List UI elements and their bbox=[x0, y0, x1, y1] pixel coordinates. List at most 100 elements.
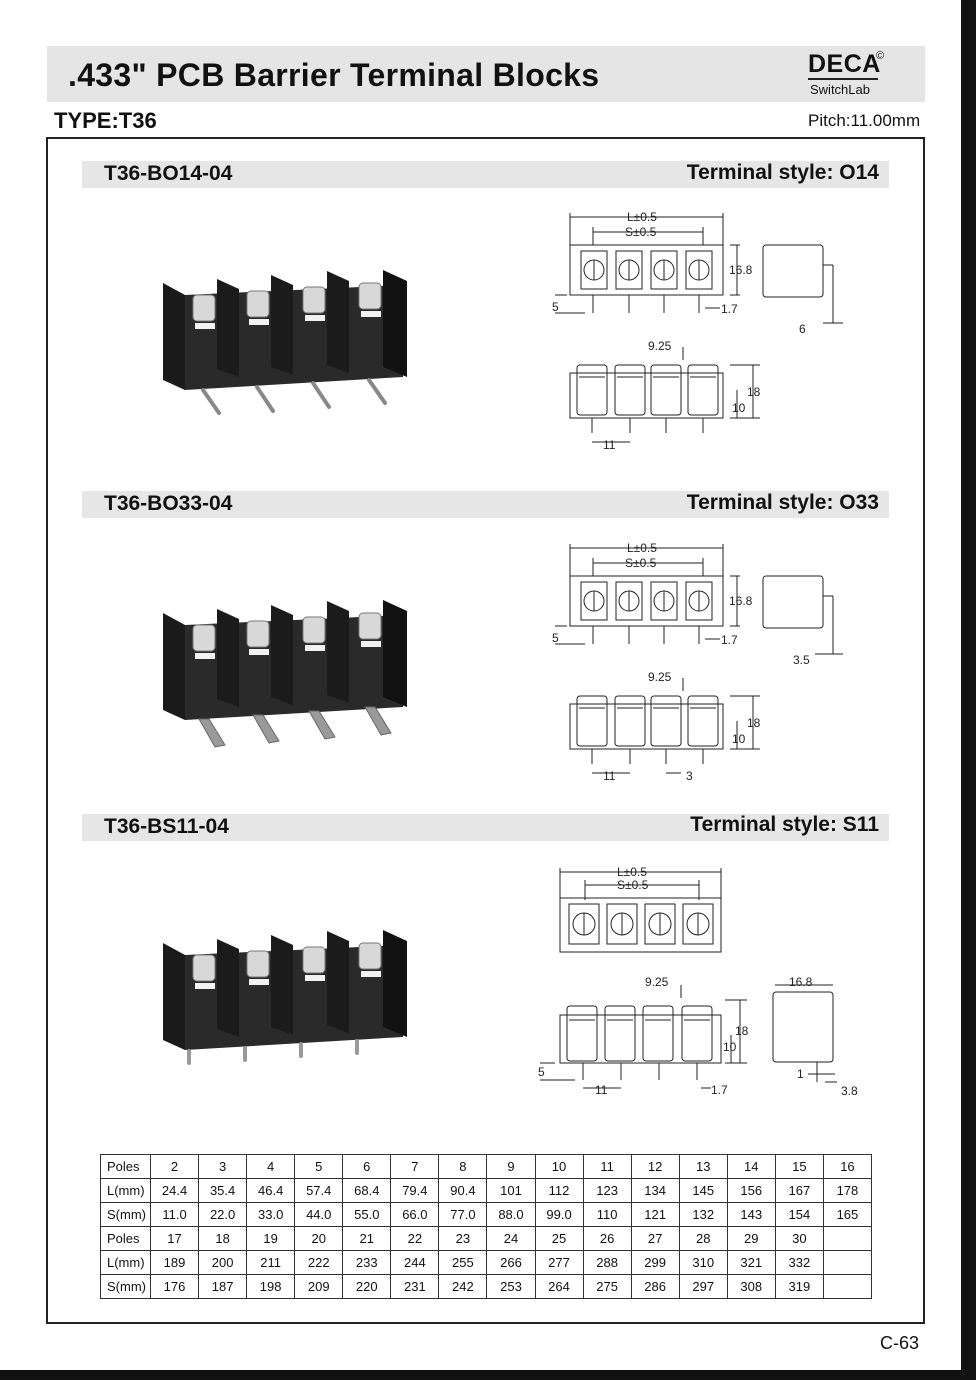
dim-base-label: 10 bbox=[732, 401, 746, 415]
table-cell: 244 bbox=[390, 1250, 440, 1275]
table-cell: 79.4 bbox=[390, 1178, 440, 1203]
table-cell: 178 bbox=[822, 1178, 873, 1203]
terminal-block-render bbox=[163, 930, 407, 1065]
dim-side-pin-label: 1 bbox=[797, 1067, 804, 1081]
dim-height-label: 16.8 bbox=[729, 594, 753, 608]
section-header-bar bbox=[82, 814, 889, 841]
table-cell: 24.4 bbox=[149, 1178, 200, 1203]
table-cell: 297 bbox=[678, 1274, 728, 1299]
table-cell: 264 bbox=[534, 1274, 584, 1299]
table-cell: 145 bbox=[678, 1178, 728, 1203]
product-photo-bs11 bbox=[163, 930, 407, 1065]
table-cell: 167 bbox=[774, 1178, 824, 1203]
table-cell bbox=[822, 1250, 873, 1275]
table-cell: 299 bbox=[630, 1250, 680, 1275]
table-cell: 15 bbox=[774, 1154, 824, 1179]
technical-drawing-bs11: L±0.5 S±0.5 9.25 18 10 5 11 1.7 16.8 1 3 bbox=[538, 865, 858, 1098]
table-cell: 55.0 bbox=[342, 1202, 392, 1227]
dim-length-label: L±0.5 bbox=[617, 865, 647, 879]
dim-total-height-label: 18 bbox=[735, 1024, 749, 1038]
table-cell: 13 bbox=[678, 1154, 728, 1179]
section-terminal-style: Terminal style: O33 bbox=[686, 491, 879, 514]
dim-side-offset-label: 3.8 bbox=[841, 1084, 858, 1098]
table-cell: 99.0 bbox=[534, 1202, 584, 1227]
front-view bbox=[569, 678, 760, 774]
table-cell: 255 bbox=[438, 1250, 488, 1275]
table-cell: 57.4 bbox=[294, 1178, 344, 1203]
page-edge-right bbox=[961, 0, 976, 1370]
page-title: .433" PCB Barrier Terminal Blocks bbox=[68, 57, 600, 93]
table-cell: 35.4 bbox=[198, 1178, 248, 1203]
table-cell: 19 bbox=[246, 1226, 296, 1251]
table-cell: 44.0 bbox=[294, 1202, 344, 1227]
table-cell: 24 bbox=[486, 1226, 536, 1251]
section-terminal-style: Terminal style: O14 bbox=[686, 161, 879, 184]
table-cell: 30 bbox=[774, 1226, 824, 1251]
section-header-bar bbox=[82, 161, 889, 188]
dim-length-label: L±0.5 bbox=[627, 210, 657, 224]
table-row-header: L(mm) bbox=[100, 1250, 151, 1275]
table-cell: 27 bbox=[630, 1226, 680, 1251]
dim-base-label: 10 bbox=[732, 732, 746, 746]
table-cell: 275 bbox=[582, 1274, 632, 1299]
table-cell: 77.0 bbox=[438, 1202, 488, 1227]
table-cell: 12 bbox=[630, 1154, 680, 1179]
table-cell: 18 bbox=[198, 1226, 248, 1251]
content-frame bbox=[46, 137, 925, 1324]
dim-total-height-label: 18 bbox=[747, 716, 761, 730]
table-row-header: S(mm) bbox=[100, 1202, 151, 1227]
table-cell: 189 bbox=[149, 1250, 200, 1275]
product-photo-bo33 bbox=[163, 600, 407, 748]
top-view bbox=[559, 868, 722, 953]
table-cell: 28 bbox=[678, 1226, 728, 1251]
table-row-header: Poles bbox=[100, 1154, 151, 1179]
table-cell: 200 bbox=[198, 1250, 248, 1275]
table-cell: 5 bbox=[294, 1154, 344, 1179]
table-cell: 33.0 bbox=[246, 1202, 296, 1227]
table-cell: 101 bbox=[486, 1178, 536, 1203]
dim-total-height-label: 18 bbox=[747, 385, 761, 399]
dim-length-label: L±0.5 bbox=[627, 541, 657, 555]
table-cell: 332 bbox=[774, 1250, 824, 1275]
table-cell: 242 bbox=[438, 1274, 488, 1299]
front-view bbox=[540, 984, 837, 1089]
type-label: TYPE:T36 bbox=[54, 108, 157, 133]
brand-logo: DECA bbox=[808, 50, 881, 78]
table-cell: 88.0 bbox=[486, 1202, 536, 1227]
table-cell: 112 bbox=[534, 1178, 584, 1203]
dim-pin-label: 5 bbox=[552, 631, 559, 645]
terminal-block-render bbox=[163, 600, 407, 748]
page-edge-bottom bbox=[0, 1370, 976, 1380]
table-cell: 66.0 bbox=[390, 1202, 440, 1227]
table-cell: 10 bbox=[534, 1154, 584, 1179]
table-cell: 25 bbox=[534, 1226, 584, 1251]
title-bar bbox=[47, 46, 925, 102]
table-row-header: S(mm) bbox=[100, 1274, 151, 1299]
dim-spacing-label: S±0.5 bbox=[625, 556, 657, 570]
table-cell: 22 bbox=[390, 1226, 440, 1251]
table-row-header: L(mm) bbox=[100, 1178, 151, 1203]
dim-height-label: 16.8 bbox=[729, 263, 753, 277]
technical-drawing-bo33: L±0.5 S±0.5 16.8 5 1.7 3.5 9.25 18 10 11… bbox=[552, 541, 843, 783]
table-cell: 277 bbox=[534, 1250, 584, 1275]
dim-pin-label: 5 bbox=[538, 1065, 545, 1079]
table-cell: 68.4 bbox=[342, 1178, 392, 1203]
table-cell: 9 bbox=[486, 1154, 536, 1179]
table-cell: 143 bbox=[726, 1202, 776, 1227]
table-cell: 121 bbox=[630, 1202, 680, 1227]
table-cell: 288 bbox=[582, 1250, 632, 1275]
table-cell: 321 bbox=[726, 1250, 776, 1275]
table-cell: 4 bbox=[246, 1154, 296, 1179]
technical-drawing-bo14: L±0.5 S±0.5 16.8 5 1.7 6 9.25 18 10 11 bbox=[552, 210, 843, 452]
section-model-name: T36-BS11-04 bbox=[104, 815, 229, 838]
table-cell: 156 bbox=[726, 1178, 776, 1203]
table-cell: 20 bbox=[294, 1226, 344, 1251]
table-cell: 7 bbox=[390, 1154, 440, 1179]
table-cell: 6 bbox=[342, 1154, 392, 1179]
